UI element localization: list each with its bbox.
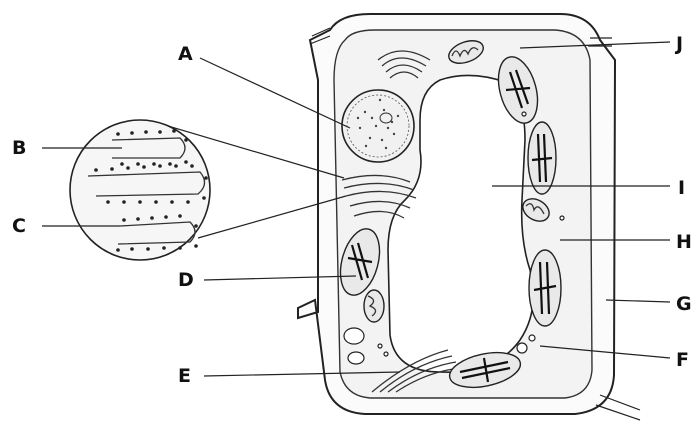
label-J: J — [674, 33, 683, 55]
label-A: A — [178, 43, 193, 65]
nucleus — [342, 90, 414, 162]
label-I: I — [678, 177, 685, 199]
label-H: H — [676, 231, 692, 253]
mitochondrion-left — [364, 290, 384, 322]
chloroplast-right-middle — [528, 122, 556, 194]
label-B: B — [12, 137, 26, 159]
label-C: C — [12, 215, 26, 237]
label-G: G — [676, 293, 692, 315]
label-E: E — [178, 365, 191, 387]
leader-line-G — [606, 300, 670, 302]
label-D: D — [178, 269, 194, 291]
chloroplast-right-lower — [529, 250, 561, 326]
label-F: F — [676, 349, 689, 371]
er-magnified-inset — [70, 120, 210, 260]
